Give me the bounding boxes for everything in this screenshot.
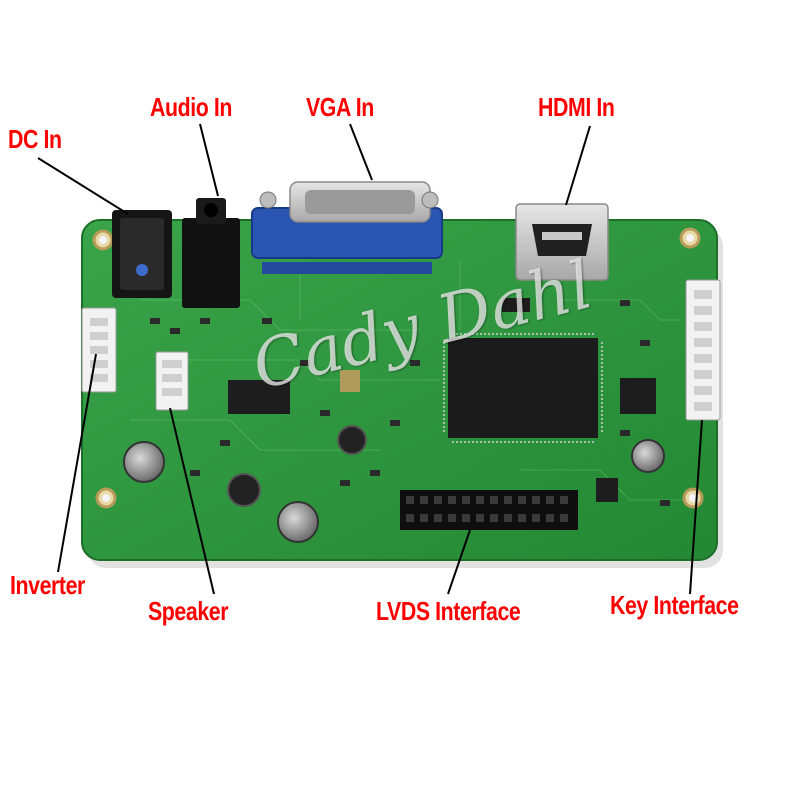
- small-chips: [228, 298, 656, 502]
- callout-audio-in: Audio In: [150, 92, 232, 122]
- smd-components: [150, 300, 670, 506]
- inverter-connector: [81, 307, 117, 393]
- dc-jack: [112, 210, 172, 298]
- callout-dc-in: DC In: [8, 124, 62, 154]
- audio-jack: [182, 198, 240, 308]
- callout-key-interface: Key Interface: [610, 590, 739, 620]
- callout-inverter: Inverter: [10, 570, 85, 600]
- main-processor-chip: [443, 333, 603, 443]
- callout-vga-in: VGA In: [306, 92, 374, 122]
- mounting-holes: [92, 227, 704, 509]
- callout-speaker: Speaker: [148, 596, 229, 626]
- lvds-header: [400, 490, 578, 530]
- key-interface-connector: [685, 279, 721, 421]
- callout-lvds-interface: LVDS Interface: [376, 596, 521, 626]
- capacitors: [123, 425, 665, 543]
- speaker-connector: [155, 351, 189, 411]
- callout-hdmi-in: HDMI In: [538, 92, 615, 122]
- callout-pointers: [37, 123, 703, 595]
- vga-connector: [251, 181, 443, 274]
- hdmi-connector: [515, 203, 609, 281]
